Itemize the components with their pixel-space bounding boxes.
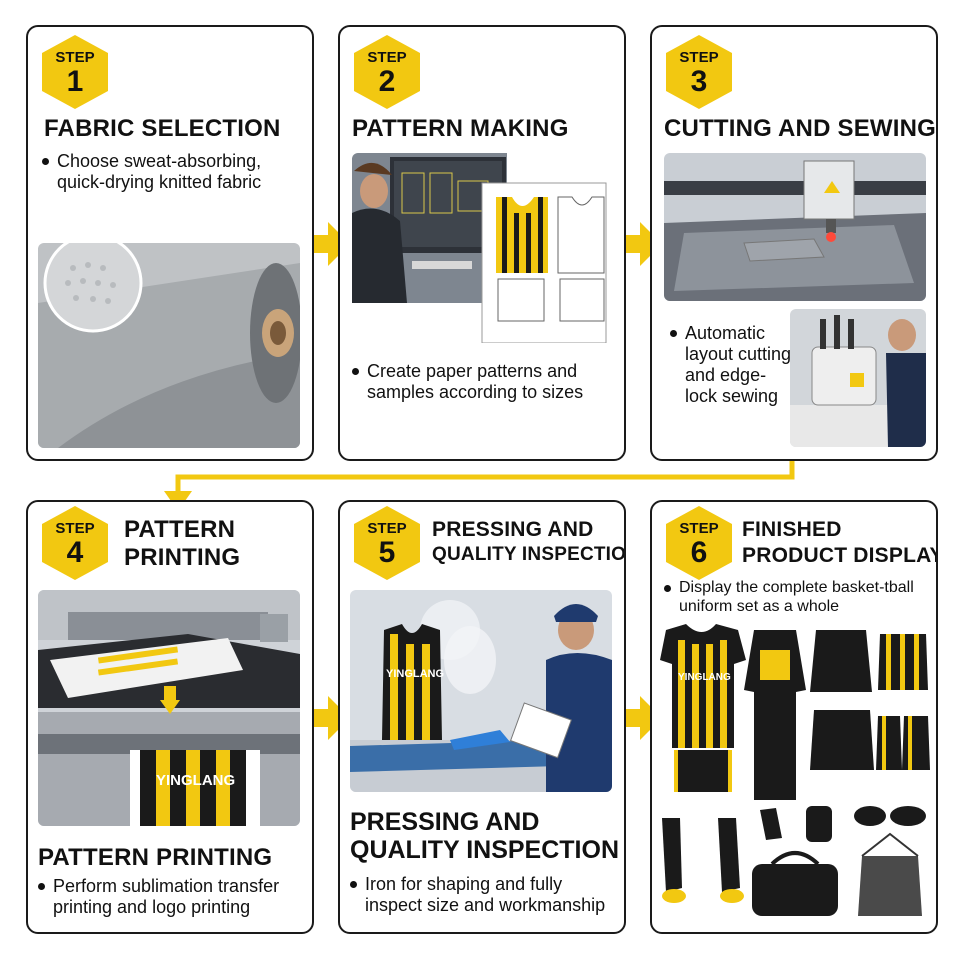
bullet-icon [670, 330, 677, 337]
step-2-title: PATTERN MAKING [352, 115, 569, 142]
step-6-title-line1: FINISHED [742, 518, 842, 541]
brand-logo-text: YINGLANG [678, 672, 731, 683]
step-3-title: CUTTING AND SEWING [664, 115, 937, 142]
step-1-badge: STEP 1 [42, 35, 108, 109]
step-number: 5 [378, 536, 396, 569]
brand-logo-text: YINGLANG [156, 772, 236, 789]
step-number: 3 [690, 65, 708, 98]
step-6-title-line2: PRODUCT DISPLAY [742, 544, 938, 567]
step-2-bullet: Create paper patterns and samples accord… [352, 361, 614, 403]
laser-cutting-image [664, 153, 926, 301]
step-1-card: STEP 1 FABRIC SELECTION Choose sweat-abs… [26, 25, 314, 461]
arrow-right-icon [612, 222, 662, 266]
step-label: STEP [367, 520, 407, 537]
pattern-making-image [352, 153, 614, 343]
step-4-bullet: Perform sublimation transfer printing an… [38, 876, 306, 918]
step-5-subtitle-line2: QUALITY INSPECTION [350, 836, 620, 864]
step-1-title: FABRIC SELECTION [44, 115, 281, 142]
step-number: 6 [690, 536, 708, 569]
step-label: STEP [367, 49, 407, 66]
step-4-subtitle: PATTERN PRINTING [38, 844, 273, 871]
step-2-badge: STEP 2 [354, 35, 420, 109]
arrow-right-icon [300, 696, 350, 740]
sublimation-printer-image: YINGLANG [38, 590, 300, 826]
step-6-bullet: Display the complete basket-tball unifor… [664, 578, 928, 616]
step-label: STEP [55, 49, 95, 66]
bullet-icon [350, 881, 357, 888]
step-5-card: STEP 5 PRESSING AND QUALITY INSPECTION Y… [338, 500, 626, 934]
bullet-icon [38, 883, 45, 890]
step-5-title-line1: PRESSING AND [432, 518, 594, 541]
sewing-machine-image [790, 309, 926, 447]
step-3-card: STEP 3 CUTTING AND SEWING Automatic layo… [650, 25, 938, 461]
bullet-icon [352, 368, 359, 375]
arrow-right-icon [612, 696, 662, 740]
step-6-badge: STEP 6 [666, 506, 732, 580]
step-4-title-line2: PRINTING [124, 544, 241, 571]
step-number: 4 [66, 536, 84, 569]
step-2-card: STEP 2 PATTERN MAKING Create paper patte… [338, 25, 626, 461]
step-1-bullet: Choose sweat-absorbing, quick-drying kni… [42, 151, 304, 193]
step-4-badge: STEP 4 [42, 506, 108, 580]
bullet-icon [664, 585, 671, 592]
step-5-badge: STEP 5 [354, 506, 420, 580]
step-6-card: STEP 6 FINISHED PRODUCT DISPLAY Display … [650, 500, 938, 934]
step-3-bullet: Automatic layout cutting and edge-lock s… [670, 323, 792, 407]
step-4-title-line1: PATTERN [124, 516, 236, 543]
step-label: STEP [679, 49, 719, 66]
step-label: STEP [679, 520, 719, 537]
step-label: STEP [55, 520, 95, 537]
step-5-bullet: Iron for shaping and fully inspect size … [350, 874, 620, 916]
step-5-subtitle-line1: PRESSING AND [350, 808, 540, 836]
step-4-card: STEP 4 PATTERN PRINTING YINGLANG PATTERN… [26, 500, 314, 934]
step-number: 1 [66, 65, 84, 98]
fabric-roll-image [38, 243, 300, 448]
product-display-image: YINGLANG [656, 620, 932, 924]
bullet-icon [42, 158, 49, 165]
step-5-title-line2: QUALITY INSPECTION [432, 544, 626, 565]
step-3-badge: STEP 3 [666, 35, 732, 109]
arrow-right-icon [300, 222, 350, 266]
pressing-inspection-image: YINGLANG [350, 590, 612, 792]
step-number: 2 [378, 65, 396, 98]
brand-logo-text: YINGLANG [386, 668, 445, 680]
